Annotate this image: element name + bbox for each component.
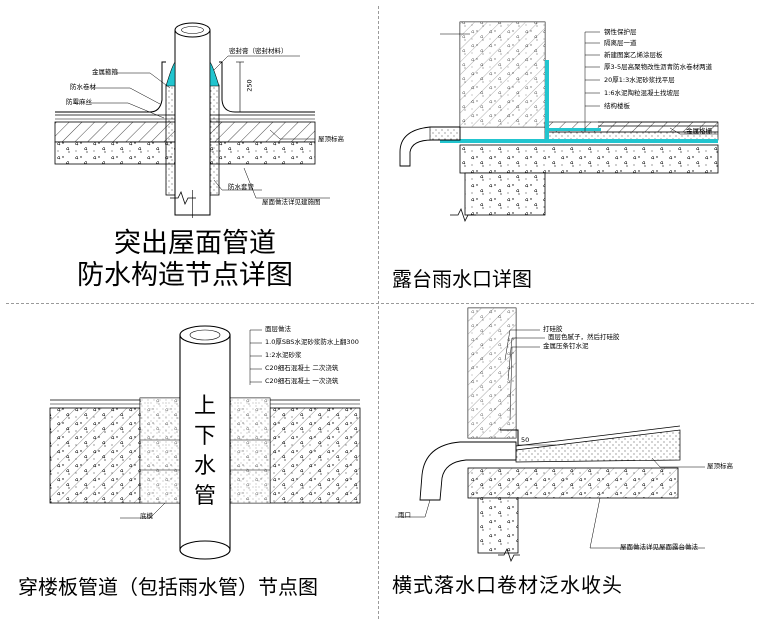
caption-line-1: 突出屋面管道 bbox=[114, 228, 276, 259]
label-dim-250: 250 bbox=[245, 79, 254, 92]
horizontal-divider bbox=[6, 303, 754, 304]
label-sbs-membrane: 1.0厚SBS水泥砂浆防水上翻300 bbox=[265, 338, 359, 346]
label-concrete-second: C20细石混凝土 二次浇筑 bbox=[265, 364, 339, 372]
caption-roof-pipe: 突出屋面管道 防水构造节点详图 bbox=[77, 228, 295, 292]
pipe-top bbox=[174, 22, 211, 38]
label-coating-board: 新建图案乙烯涂层板 bbox=[604, 51, 663, 59]
sloped-screed bbox=[515, 429, 681, 463]
label-rigid-protection: 钢性保护层 bbox=[604, 28, 637, 36]
label-roof-terrace-construction: 屋面做法详见屋面露台做法 bbox=[620, 543, 698, 551]
caption-line-2: 防水构造节点详图 bbox=[77, 260, 293, 291]
label-hemp-fiber: 防霉麻丝 bbox=[66, 98, 92, 106]
label-mortar: 1:2水泥砂浆 bbox=[265, 351, 302, 359]
label-surface-finish: 面层做法 bbox=[265, 325, 291, 333]
label-roof-elevation: 屋顶标高 bbox=[318, 135, 344, 143]
label-metal-grate: 金属格栅 bbox=[686, 127, 712, 135]
label-slope-layer: 1:6水泥陶粒混凝土找坡层 bbox=[604, 89, 680, 97]
label-metal-strip: 金属压条钉水泥 bbox=[543, 342, 589, 350]
label-sealant: 密封膏（密封材料） bbox=[229, 47, 288, 55]
label-roof-elevation-2: 屋顶标高 bbox=[707, 462, 733, 470]
label-structural-slab: 结构楼板 bbox=[604, 102, 630, 110]
membrane-vertical bbox=[545, 60, 549, 140]
pipe-vertical-text: 上 下 水 管 bbox=[187, 392, 223, 512]
waterproof-sleeve-left bbox=[165, 84, 176, 196]
label-silicone: 打硅胶 bbox=[543, 325, 563, 333]
pipe-text-char: 管 bbox=[193, 484, 216, 509]
caption-floor-pipe: 穿楼板管道（包括雨水管）节点图 bbox=[18, 575, 318, 599]
label-waterproof-membrane: 防水卷材 bbox=[70, 83, 96, 91]
caption-horizontal-drain: 横式落水口卷材泛水收头 bbox=[392, 573, 623, 597]
label-waterproof-sleeve: 防水套管 bbox=[228, 183, 254, 191]
pipe-text-char: 下 bbox=[193, 424, 216, 449]
sealant-left bbox=[165, 61, 176, 87]
panel-roof-pipe-drawing bbox=[54, 22, 330, 218]
label-outlet: 雨口 bbox=[398, 511, 411, 519]
sealant-right bbox=[209, 61, 220, 87]
panel-horizontal-drain-drawing bbox=[395, 307, 705, 563]
label-membrane-layers: 厚3-5层高聚物改性沥青防水卷材两道 bbox=[604, 63, 713, 71]
waterproof-sleeve-right bbox=[209, 84, 220, 196]
pipe-text-char: 上 bbox=[193, 394, 216, 419]
vertical-divider bbox=[378, 6, 379, 619]
label-isolation-layer: 隔离层一道 bbox=[604, 39, 637, 47]
membrane-horizontal bbox=[440, 139, 718, 143]
panel-floor-pipe-drawing bbox=[49, 325, 361, 560]
label-leveling: 20厚1:3水泥砂浆找平层 bbox=[604, 76, 675, 84]
label-metal-clamp: 金属箍箍 bbox=[92, 68, 118, 76]
label-roof-construction: 屋面做法详见建施图 bbox=[262, 198, 321, 206]
label-concrete-first: C20细石混凝土 一次浇筑 bbox=[265, 377, 339, 385]
label-dim-50: 50 bbox=[521, 436, 530, 444]
label-bottom-form: 底模 bbox=[140, 512, 153, 520]
panel-terrace-drain-drawing bbox=[399, 21, 719, 223]
terrace-slab bbox=[459, 144, 719, 174]
caption-terrace-drain: 露台雨水口详图 bbox=[392, 267, 532, 291]
label-putty-silicone: 面层色腻子，然后打硅胶 bbox=[548, 333, 620, 341]
pipe-text-char: 水 bbox=[193, 454, 216, 479]
outlet-pipe bbox=[419, 441, 517, 501]
